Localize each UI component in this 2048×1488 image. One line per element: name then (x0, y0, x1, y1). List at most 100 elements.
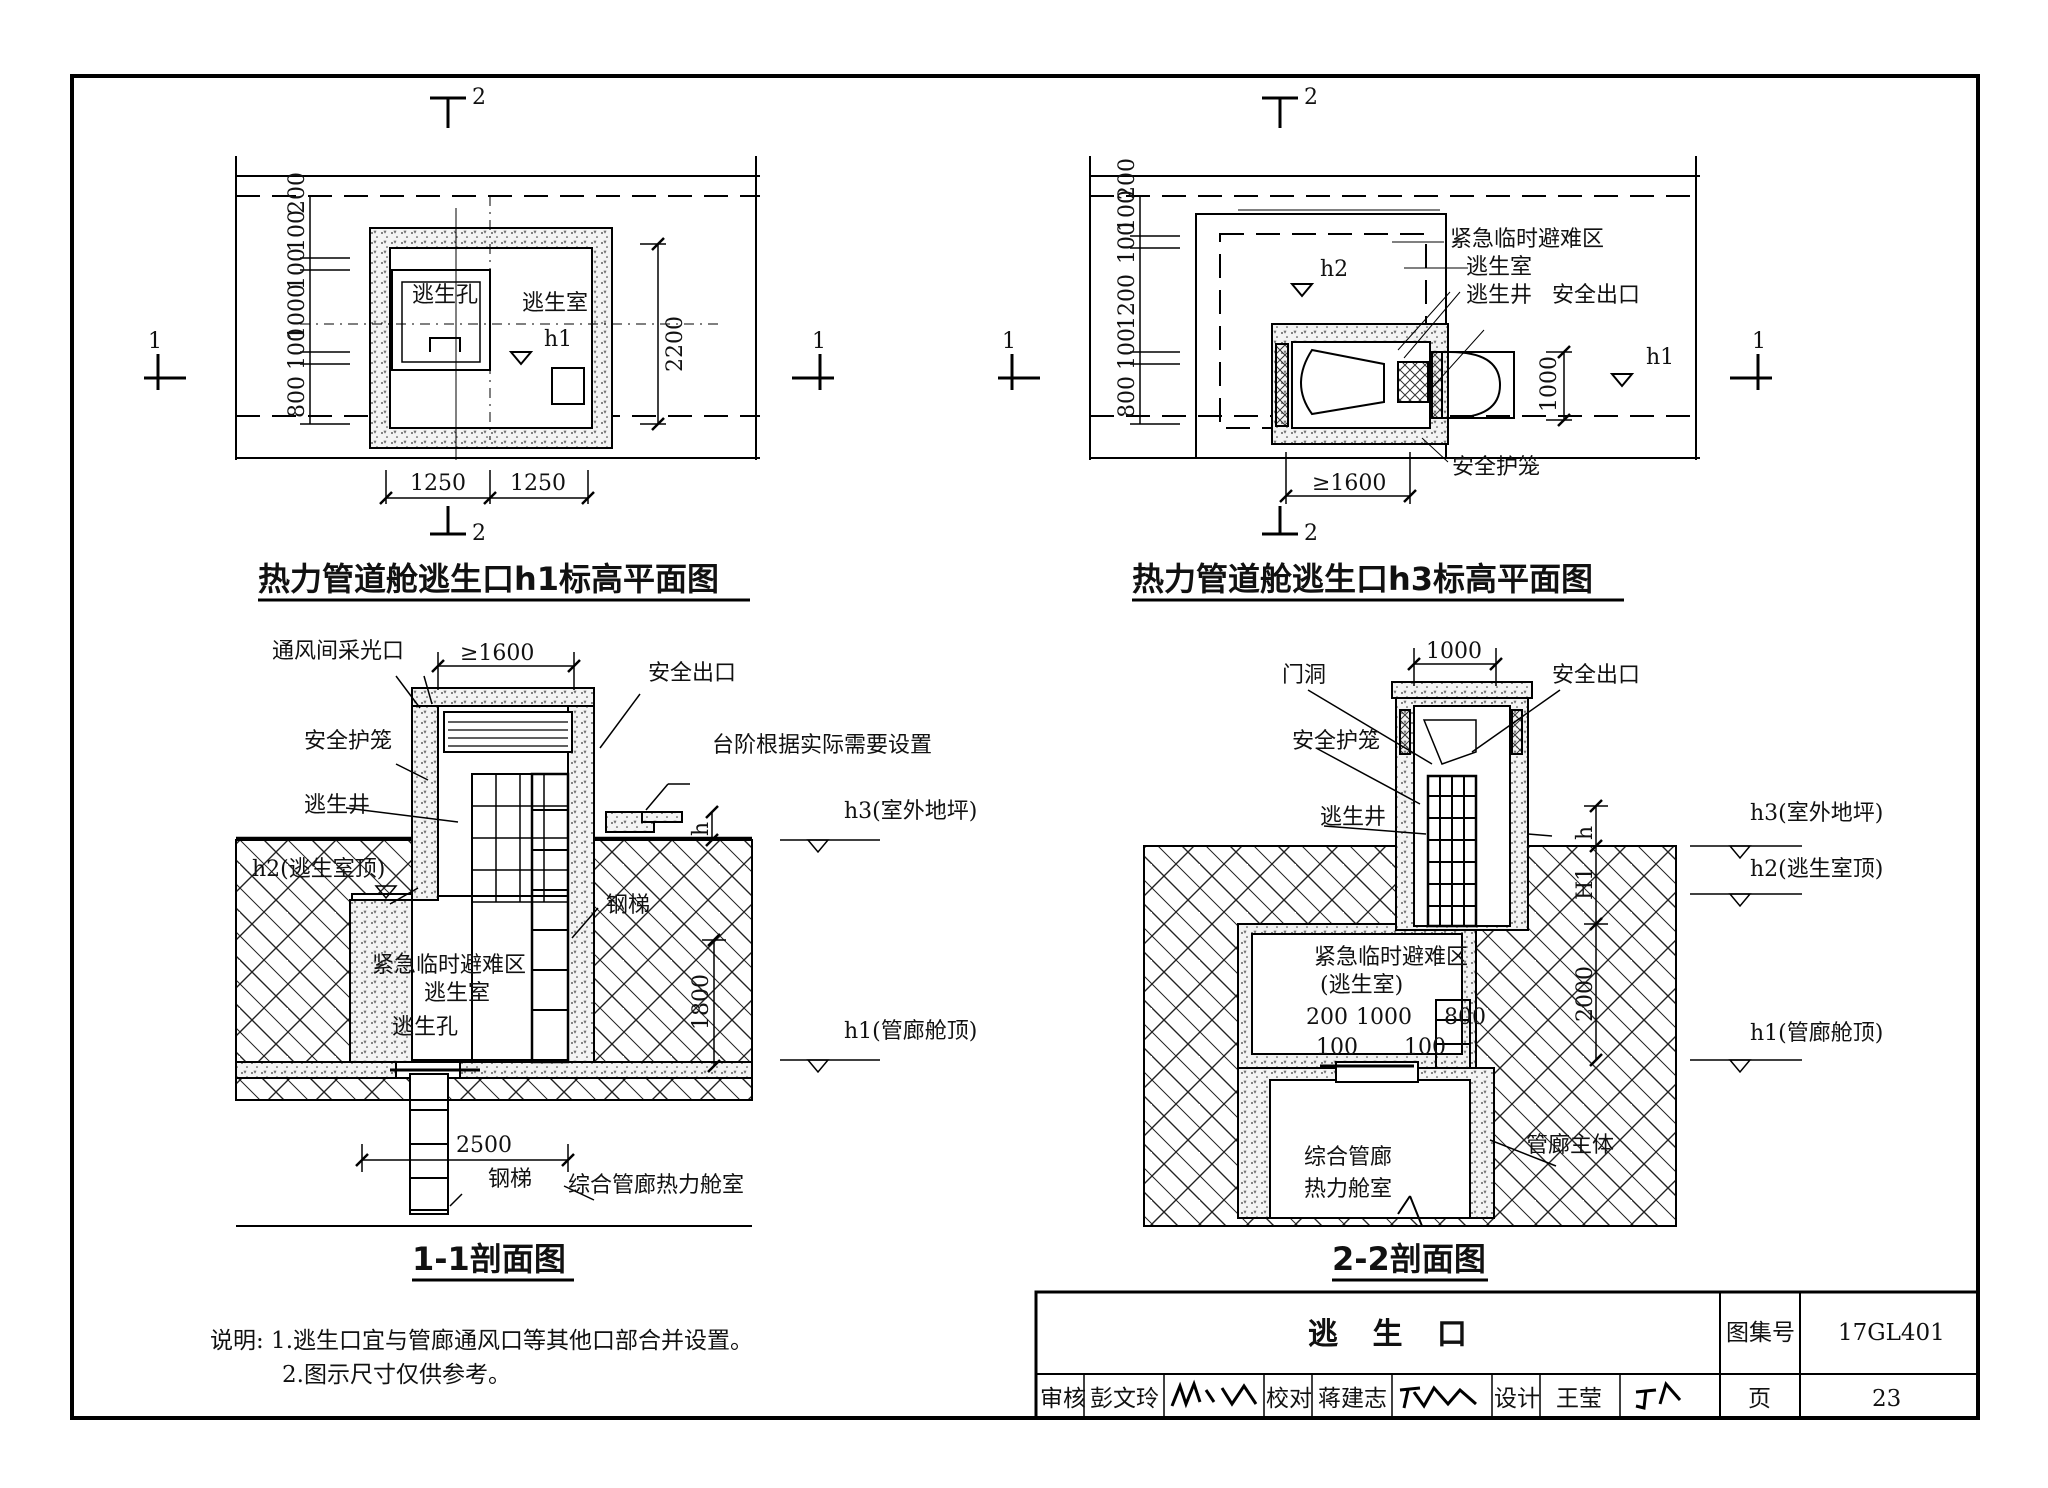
section-2-2 (1143, 681, 1677, 1227)
plan-h3-dims (1130, 196, 1572, 504)
plan-h3-label-h2: h2 (1320, 257, 1348, 282)
plan-h1-dims (300, 196, 666, 505)
title-block (1034, 1290, 1980, 1420)
plan-h3-dim-1600: ≥1600 (1312, 471, 1386, 496)
sec1-label-well: 逃生井 (304, 793, 370, 818)
plan-h1-dim-1250b: 1250 (510, 471, 566, 496)
sec2-dim-100a: 100 (1316, 1035, 1358, 1060)
sec1-label-vent: 通风间采光口 (272, 639, 404, 664)
sec1-dim-1600: ≥1600 (460, 641, 534, 666)
sec1-label-room: 逃生室 (424, 981, 490, 1006)
plan-h1-mark-2-top: 2 (472, 85, 486, 110)
plan-h3-dim-100a: 100 (1115, 328, 1140, 370)
plan-h1-mark-2-bottom: 2 (472, 521, 486, 546)
sec2-dim-h: h (1573, 826, 1598, 840)
plan-h1-mark-1-left: 1 (148, 329, 162, 354)
signatures (1170, 1379, 1682, 1410)
sec2-label-cage: 安全护笼 (1292, 729, 1380, 754)
sec2-label-h3: h3(室外地坪) (1750, 801, 1883, 826)
sec2-dim-2000: 2000 (1573, 966, 1598, 1022)
sec2-label-chamber1: 综合管廊 (1304, 1145, 1392, 1170)
plan-h1-section-marks (144, 96, 834, 536)
sec1-label-h2: h2(逃生室顶) (252, 857, 385, 882)
section-1-title: 1-1剖面图 (412, 1240, 566, 1278)
sec2-label-body: 管廊主体 (1526, 1133, 1614, 1158)
plan-h1-dim-100c: 100 (285, 210, 310, 252)
plan-h1-dim-2200: 2200 (663, 316, 688, 372)
plan-h3-label-h1: h1 (1646, 345, 1674, 370)
sec2-dim-100b: 100 (1404, 1035, 1446, 1060)
sec2-label-well: 逃生井 (1320, 805, 1386, 830)
plan-h3-label-exit: 安全出口 (1552, 283, 1640, 308)
tb-check-label: 校对 (1266, 1386, 1312, 1412)
sec1-label-ladder2: 钢梯 (488, 1167, 532, 1192)
sec1-label-cage: 安全护笼 (304, 729, 392, 754)
tb-drawing-name: 逃 生 口 (1308, 1317, 1479, 1352)
section-1-1-markers (345, 652, 880, 1207)
plan-h3-mark-2-top: 2 (1304, 85, 1318, 110)
plan-h3-dim-800: 800 (1115, 376, 1140, 418)
plan-h3-mark-2-bottom: 2 (1304, 521, 1318, 546)
sec2-label-chamber2: 热力舱室 (1304, 1177, 1392, 1202)
tb-page-label: 页 (1748, 1386, 1771, 1412)
sec2-dim-1000b: 1000 (1356, 1005, 1412, 1030)
plan-h1-dim-1000: 1000 (285, 284, 310, 340)
tb-reviewer: 彭文玲 (1090, 1386, 1159, 1412)
sheet-border (70, 74, 1980, 1420)
sec2-label-h1: h1(管廊舱顶) (1750, 1021, 1883, 1046)
plan-h3-label-room: 逃生室 (1466, 255, 1532, 280)
plan-h3-mark-1-right: 1 (1752, 329, 1766, 354)
section-1-1 (235, 687, 753, 1227)
plan-h3-dim-100b: 100 (1115, 222, 1140, 264)
sec2-label-refuge: 紧急临时避难区 (1314, 945, 1468, 970)
plan-h1-dim-100a: 100 (285, 328, 310, 370)
sec1-label-ladder1: 钢梯 (606, 893, 650, 918)
plan-h1 (235, 156, 760, 460)
sec1-dim-2500: 2500 (456, 1133, 512, 1158)
plan-h3-dim-100c: 100 (1115, 190, 1140, 232)
plan-h3-label-refuge: 紧急临时避难区 (1450, 227, 1604, 252)
plan-h3-mark-1-left: 1 (1002, 329, 1016, 354)
sec2-dim-1000: 1000 (1426, 639, 1482, 664)
sec1-dim-1800: 1800 (689, 974, 714, 1030)
section-2-title: 2-2剖面图 (1332, 1240, 1486, 1278)
section-2-2-markers (1307, 648, 1802, 1167)
plan-h3 (1089, 156, 1700, 463)
tb-design-label: 设计 (1494, 1386, 1540, 1412)
sec2-dim-800: 800 (1444, 1005, 1486, 1030)
sec2-label-exit: 安全出口 (1552, 663, 1640, 688)
sec2-label-h2: h2(逃生室顶) (1750, 857, 1883, 882)
sec2-dim-200: 200 (1306, 1005, 1348, 1030)
plan-h1-title: 热力管道舱逃生口h1标高平面图 (258, 560, 719, 598)
sec1-label-hole: 逃生孔 (392, 1015, 458, 1040)
plan-h1-dim-100b: 100 (285, 248, 310, 290)
sec1-label-step: 台阶根据实际需要设置 (712, 733, 932, 758)
tb-review-label: 审核 (1040, 1386, 1086, 1412)
tb-page-no: 23 (1872, 1386, 1901, 1412)
sec2-label-door: 门洞 (1282, 663, 1326, 688)
tb-checker: 蒋建志 (1318, 1386, 1387, 1412)
plan-h3-label-cage: 安全护笼 (1452, 455, 1540, 480)
plan-h1-label-room: 逃生室 (522, 291, 588, 316)
sec1-dim-h: h (689, 822, 714, 836)
plan-h1-label-h1: h1 (544, 327, 572, 352)
plan-h1-label-hole: 逃生孔 (412, 283, 478, 308)
plan-h3-title: 热力管道舱逃生口h3标高平面图 (1132, 560, 1593, 598)
plan-h3-label-well: 逃生井 (1466, 283, 1532, 308)
tb-atlas-label: 图集号 (1726, 1320, 1795, 1346)
plan-h1-dim-1250a: 1250 (410, 471, 466, 496)
plan-h3-dim-1200: 1200 (1115, 274, 1140, 330)
sec1-label-chamber: 综合管廊热力舱室 (568, 1173, 744, 1198)
plan-h3-section-marks (998, 96, 1772, 536)
plan-h1-mark-1-right: 1 (812, 329, 826, 354)
sec2-label-room: (逃生室) (1320, 973, 1403, 998)
note-line-2: 2.图示尺寸仅供参考。 (282, 1362, 511, 1388)
tb-designer: 王莹 (1556, 1386, 1602, 1412)
plan-h1-dim-800: 800 (285, 376, 310, 418)
plan-h3-dim-1000: 1000 (1537, 356, 1562, 412)
tb-atlas-no: 17GL401 (1838, 1320, 1945, 1346)
sec2-dim-H1: H1 (1573, 867, 1598, 900)
plan-h1-dim-200: 200 (285, 172, 310, 214)
sec1-label-h1: h1(管廊舱顶) (844, 1019, 977, 1044)
